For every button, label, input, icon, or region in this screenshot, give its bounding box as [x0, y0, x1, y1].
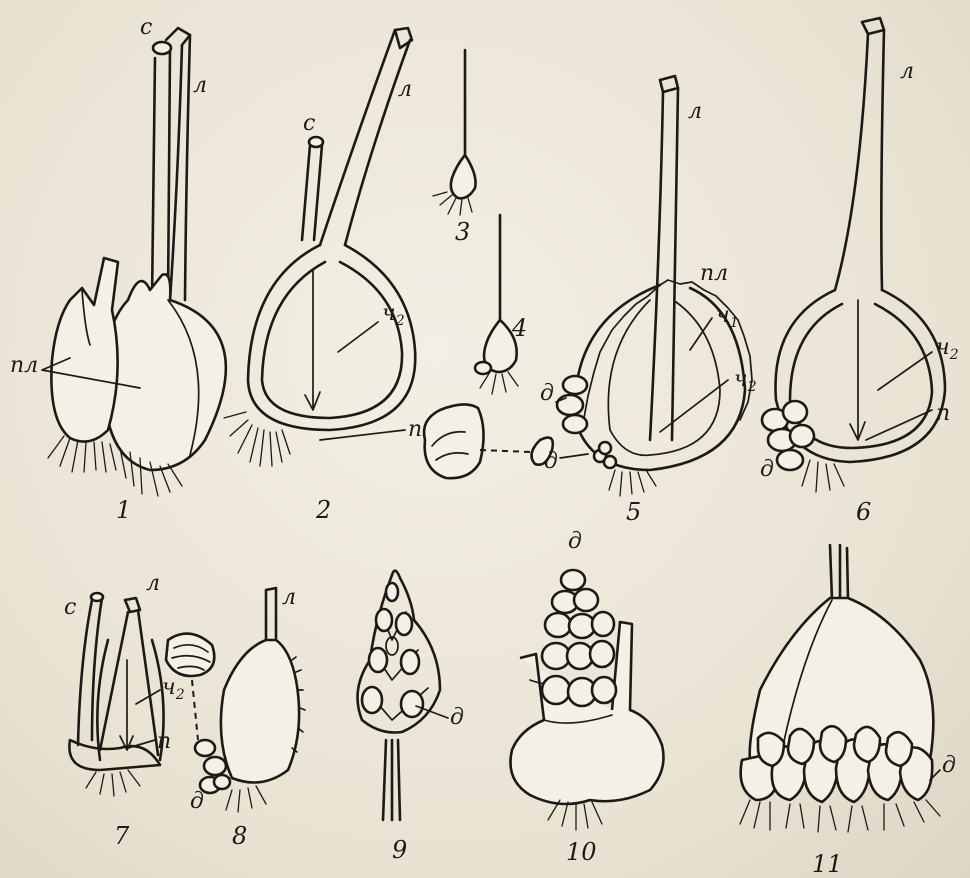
drawing-4	[475, 215, 518, 394]
drawing-10	[510, 570, 663, 830]
label-d-10: д	[568, 529, 582, 554]
label-p-6: п	[936, 401, 950, 426]
label-p-2: п	[408, 417, 422, 442]
label-l-5: л	[688, 99, 702, 124]
drawing-11	[740, 545, 940, 832]
drawing-5	[424, 76, 752, 496]
figure-number-6: 6	[856, 498, 871, 526]
label-pl-5: пл	[700, 261, 728, 286]
label-ch2-2: ч2	[382, 301, 405, 329]
label-ch1-5: ч1	[716, 303, 739, 331]
drawing-1	[48, 28, 226, 496]
figure-number-7: 7	[114, 822, 130, 850]
label-d-5b: д	[544, 449, 558, 474]
label-ch2-6: ч2	[936, 335, 959, 363]
label-l-2: л	[398, 77, 412, 102]
label-c-1: с	[140, 15, 152, 40]
drawing-7	[69, 593, 163, 796]
figure-number-2: 2	[315, 496, 331, 524]
label-c-7: с	[64, 595, 76, 620]
drawing-3	[433, 50, 476, 215]
drawing-2	[224, 28, 415, 466]
label-ch2-7: ч2	[162, 675, 185, 703]
label-l-1: л	[193, 73, 207, 98]
figure-number-9: 9	[392, 836, 407, 864]
label-l-6: л	[900, 59, 914, 84]
figure-number-8: 8	[232, 822, 247, 850]
drawing-9	[358, 571, 441, 820]
label-pl-1: пл	[10, 353, 38, 378]
figure-number-10: 10	[566, 838, 597, 866]
drawing-8	[166, 588, 305, 812]
figure-number-1: 1	[116, 496, 131, 524]
label-ch2-5: ч2	[734, 367, 757, 395]
label-d-11: д	[942, 753, 956, 778]
label-l-7: л	[146, 571, 160, 596]
label-c-2: с	[303, 111, 315, 136]
label-d-9: д	[450, 705, 464, 730]
drawing-6	[762, 18, 945, 492]
label-d-6: д	[760, 457, 774, 482]
figure-number-11: 11	[812, 850, 843, 878]
figure-number-4: 4	[511, 314, 527, 342]
label-d-5a: д	[540, 381, 554, 406]
figure-number-3: 3	[455, 218, 470, 246]
label-l-8: л	[282, 585, 296, 610]
label-d-8: д	[190, 789, 204, 814]
figure-number-5: 5	[626, 498, 641, 526]
label-p-7: п	[157, 729, 171, 754]
